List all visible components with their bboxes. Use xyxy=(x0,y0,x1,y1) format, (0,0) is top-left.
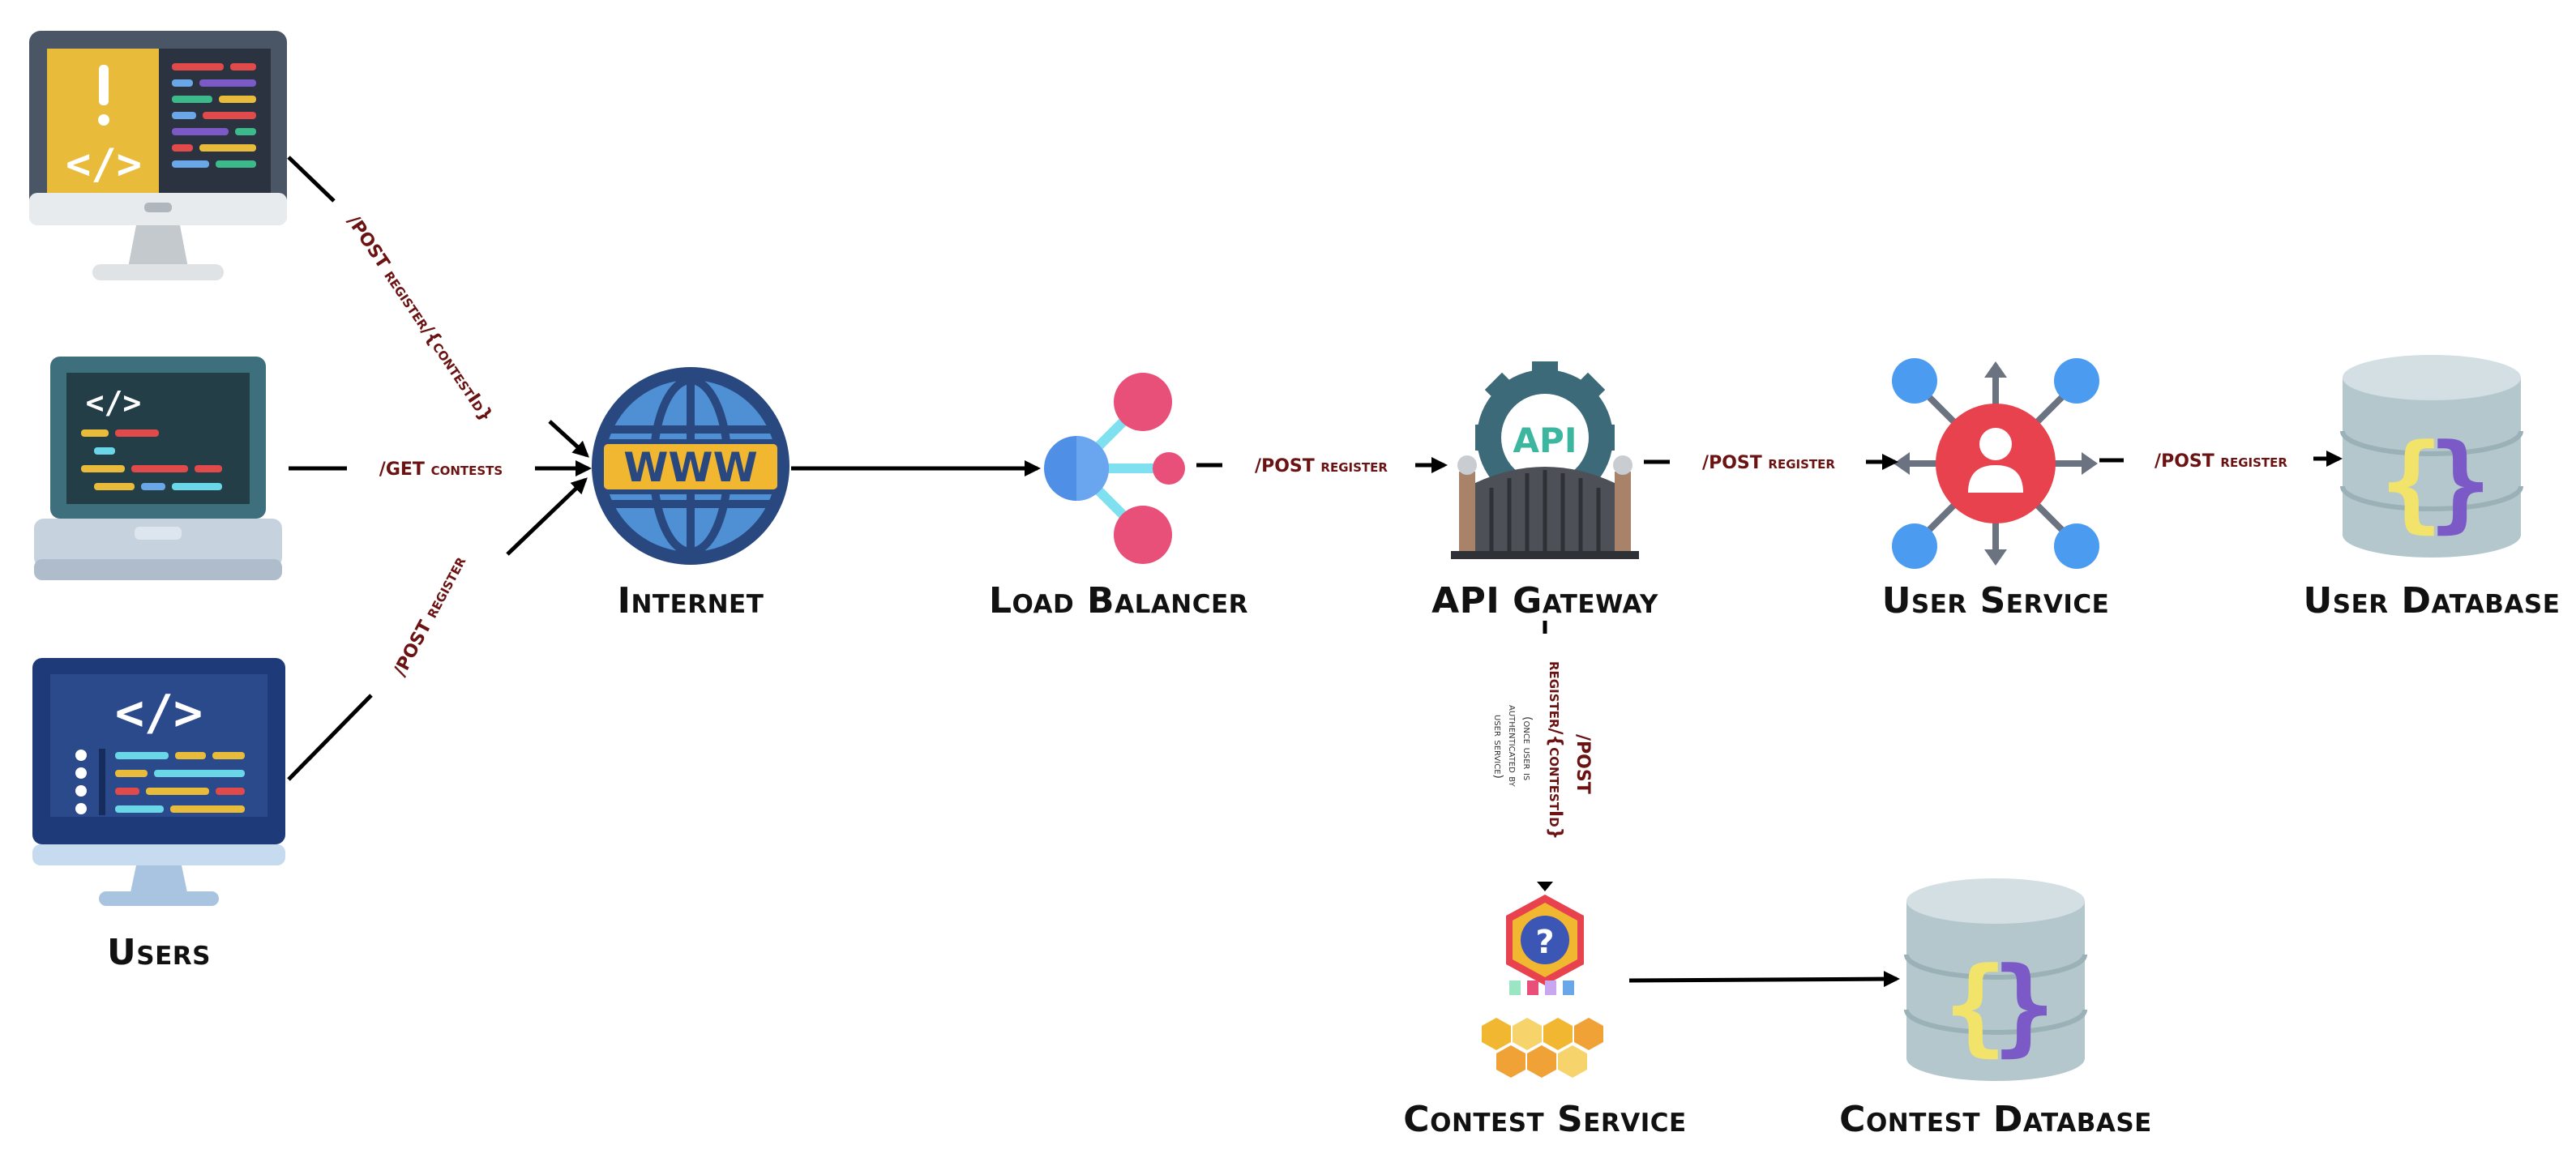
edge-note: authenticated by xyxy=(1506,705,1519,788)
svg-text:</>: </> xyxy=(115,685,203,741)
edge-label: /POST xyxy=(1573,734,1593,794)
www-globe-icon: WWW xyxy=(592,367,789,565)
internet-label: Internet xyxy=(618,580,764,622)
svg-text:}: } xyxy=(1992,944,2056,1067)
laptop-code-icon: </> xyxy=(34,357,282,580)
edge-label: /POST register/{contestId} xyxy=(343,211,496,425)
svg-text:?: ? xyxy=(1535,924,1554,961)
svg-text:WWW: WWW xyxy=(623,444,757,491)
load-balancer-icon xyxy=(1044,373,1185,564)
monitor-code-warning-icon: </> xyxy=(29,31,287,280)
json-database-icon: { } xyxy=(1904,878,2087,1081)
edge-user-service-database: /POST register xyxy=(2099,451,2343,472)
svg-text:}: } xyxy=(2428,421,2492,544)
edge-note: (once user is xyxy=(1521,716,1534,780)
edge-load-balancer-gateway: /POST register xyxy=(1196,456,1448,476)
svg-text:</>: </> xyxy=(86,385,142,421)
api-gateway-label: API Gateway xyxy=(1431,580,1658,622)
edge-note: user service) xyxy=(1491,715,1504,779)
load-balancer-label: Load Balancer xyxy=(989,580,1248,622)
contest-service-label: Contest Service xyxy=(1403,1099,1686,1140)
contest-service-icon: ? xyxy=(1482,895,1603,1078)
edge-client1-internet: /POST register/{contestId} xyxy=(287,156,589,458)
edge-contest-service-database xyxy=(1628,971,1900,988)
edge-label: /POST register xyxy=(2155,451,2287,472)
json-database-icon: { } xyxy=(2340,355,2523,558)
svg-text:</>: </> xyxy=(66,140,142,189)
edge-label: /POST register xyxy=(1255,456,1388,476)
edge-client2-internet: /GET contests xyxy=(289,459,592,480)
user-database-label: User Database xyxy=(2304,580,2561,622)
edge-gateway-contest-service: /POST register/{contestId} (once user is… xyxy=(1491,621,1593,891)
edge-label: /POST register xyxy=(390,553,470,680)
svg-text:{: { xyxy=(1944,944,2007,1067)
edge-client3-internet: /POST register xyxy=(287,477,588,781)
svg-text:{: { xyxy=(2380,421,2443,544)
edge-label: /POST register xyxy=(1702,453,1835,473)
api-gateway-icon: API xyxy=(1451,361,1639,559)
monitor-code-icon: </> xyxy=(32,658,285,906)
users-label: Users xyxy=(107,932,211,973)
edge-label: register/{contestId} xyxy=(1545,661,1565,839)
edge-gateway-user-service: /POST register xyxy=(1644,453,1898,473)
svg-text:API: API xyxy=(1513,421,1577,460)
contest-database-label: Contest Database xyxy=(1839,1099,2152,1140)
edge-label: /GET contests xyxy=(379,459,503,480)
user-service-label: User Service xyxy=(1882,580,2110,622)
user-service-hub-icon xyxy=(1892,358,2099,569)
